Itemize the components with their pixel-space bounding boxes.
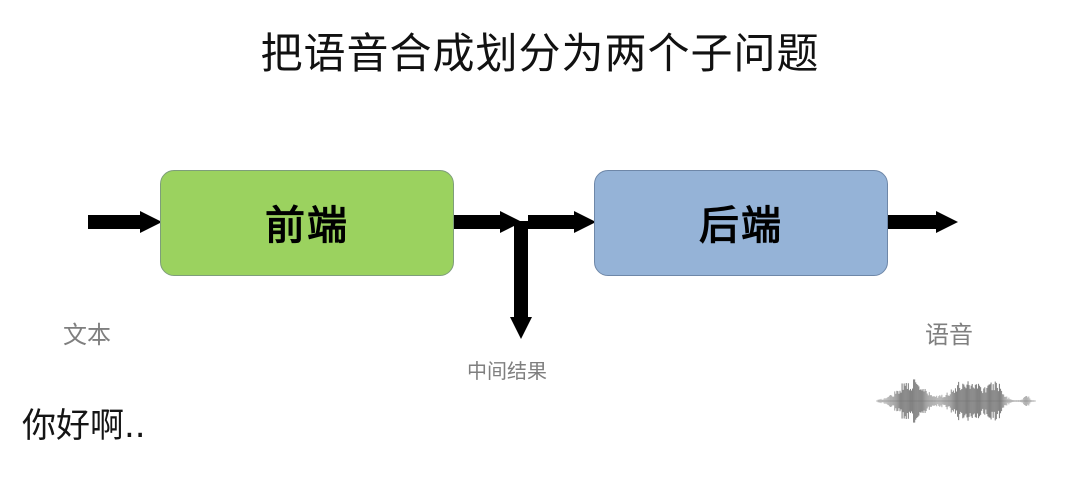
intermediate-branch-arrow [510,221,532,339]
arrow-head [510,317,532,339]
arrow-head [936,211,958,233]
arrow-shaft [888,215,936,229]
arrow-shaft [514,221,528,317]
input-arrow [88,211,162,233]
arrow-shaft [454,215,500,229]
arrow-shaft [528,215,574,229]
process-box-frontend-label: 前端 [265,203,349,249]
caption-output-speech: 语音 [925,321,973,349]
process-box-backend[interactable]: 后端 [594,170,888,276]
arrow-head [574,211,596,233]
output-arrow [888,211,958,233]
caption-intermediate-result: 中间结果 [467,359,547,383]
arrow-head [140,211,162,233]
waveform-svg [876,379,1036,423]
arrow-shaft [88,215,140,229]
caption-input-text: 文本 [63,321,111,349]
audio-waveform-icon [872,375,1040,427]
process-box-frontend[interactable]: 前端 [160,170,454,276]
process-box-backend-label: 后端 [699,203,783,249]
page-title: 把语音合成划分为两个子问题 [260,29,820,78]
junction-to-backend-arrow [528,211,596,233]
sample-input-text: 你好啊.. [22,406,146,446]
